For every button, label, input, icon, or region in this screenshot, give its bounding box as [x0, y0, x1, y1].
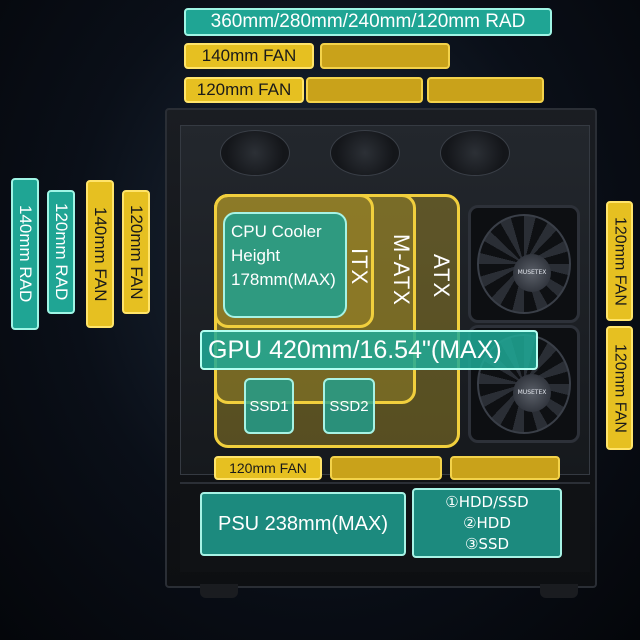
drive-bay-2: ②HDD [463, 513, 511, 532]
case-foot-left [200, 584, 238, 598]
top-fan140-label: 140mm FAN [184, 43, 314, 69]
top-fan120-slot-3 [427, 77, 544, 103]
ssd2-slot: SSD2 [323, 378, 375, 434]
top-rad-label: 360mm/280mm/240mm/120mm RAD [184, 8, 552, 36]
cpu-cooler-line2: Height [231, 246, 281, 265]
drive-bays-box: ①HDD/SSD ②HDD ③SSD [412, 488, 562, 558]
atx-label: ATX [429, 254, 454, 299]
psu-length-label: PSU 238mm(MAX) [200, 492, 406, 556]
bottom-fan-slot-3 [450, 456, 560, 480]
side-rad140-label: 140mm RAD [11, 178, 39, 330]
fan-blades: MUSETEX [477, 214, 571, 314]
top-fan-2 [330, 130, 400, 176]
cpu-cooler-box: CPU Cooler Height 178mm(MAX) [223, 212, 347, 318]
side-fan140-label: 140mm FAN [86, 180, 114, 328]
itx-label: ITX [347, 248, 372, 286]
fan-hub: MUSETEX [513, 254, 551, 292]
top-fan-1 [220, 130, 290, 176]
top-fan-3 [440, 130, 510, 176]
case-foot-right [540, 584, 578, 598]
drive-bay-1: ①HDD/SSD [445, 492, 529, 511]
bottom-fan-label: 120mm FAN [214, 456, 322, 480]
top-fan120-slot-2 [306, 77, 423, 103]
matx-label: M-ATX [389, 234, 414, 306]
front-fan-bottom-label: 120mm FAN [606, 326, 633, 450]
cpu-cooler-line1: CPU Cooler [231, 222, 322, 241]
front-fan-top-label: 120mm FAN [606, 201, 633, 321]
top-fan120-label: 120mm FAN [184, 77, 304, 103]
fan-hub: MUSETEX [513, 374, 551, 412]
ssd1-slot: SSD1 [244, 378, 294, 434]
drive-bay-3: ③SSD [464, 534, 510, 553]
side-rad120-label: 120mm RAD [47, 190, 75, 314]
top-fan140-slot [320, 43, 450, 69]
gpu-length-label: GPU 420mm/16.54"(MAX) [200, 330, 538, 370]
cpu-cooler-line3: 178mm(MAX) [231, 270, 336, 289]
bottom-fan-slot-2 [330, 456, 442, 480]
front-fan-top: MUSETEX [468, 205, 580, 323]
side-fan120-label: 120mm FAN [122, 190, 150, 314]
